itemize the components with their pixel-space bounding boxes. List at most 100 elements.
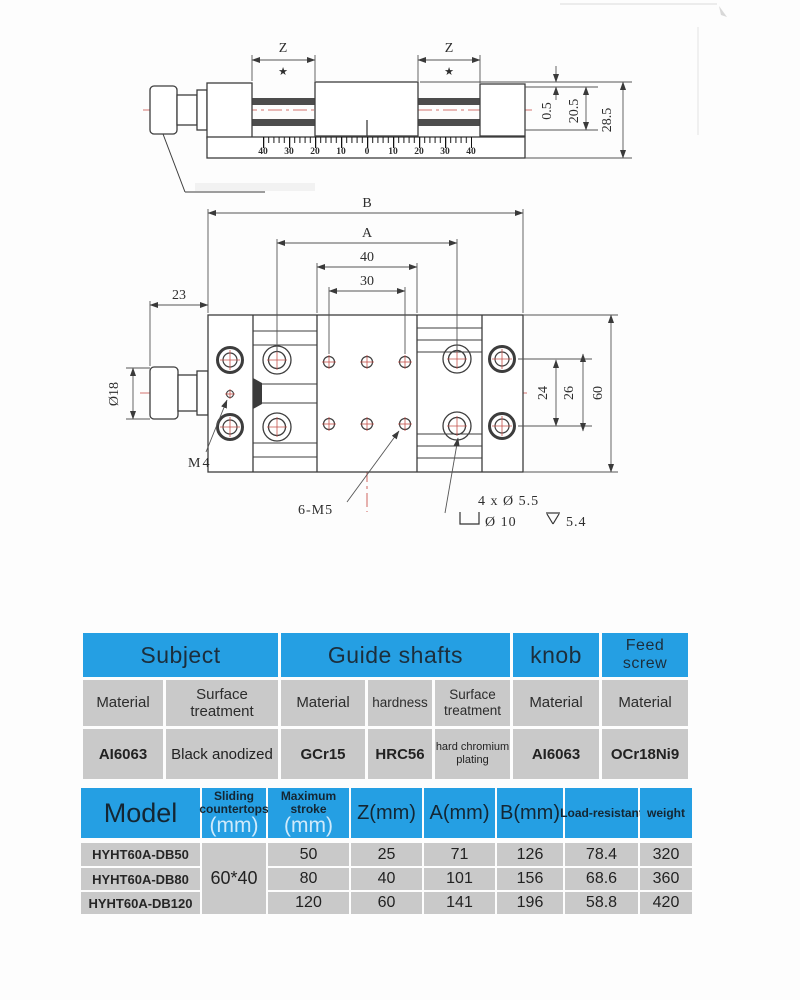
dim-40: 40 [360,250,374,265]
weight-value: 360 [640,868,692,890]
z-value: 40 [351,868,422,890]
header-model: Model [81,788,200,838]
right-block [479,83,526,137]
load-value: 58.8 [565,892,638,914]
side-view-dimensions [251,55,632,159]
model-name: HYHT60A-DB120 [81,892,200,914]
knob-top [149,366,179,420]
load-value: 78.4 [565,843,638,866]
label-counterbore-depth: 5.4 [566,515,587,530]
star-left: ★ [278,66,288,78]
a-value: 101 [424,868,495,890]
svg-text:40: 40 [466,147,476,157]
header-countertop: Sliding countertops (mm) [199,788,269,838]
svg-text:10: 10 [388,147,398,157]
materials-table: Subject Guide shafts knob Feed screw Mat… [83,633,688,779]
svg-text:40: 40 [258,147,268,157]
header-stroke: Maximum stroke (mm) [268,788,349,838]
column-header: Surface treatment [435,680,510,726]
dim-30: 30 [360,274,374,289]
column-header: Material [83,680,163,726]
header-a: A(mm) [424,788,495,838]
dim-23: 23 [172,288,186,303]
svg-text:20: 20 [310,147,320,157]
material-value: HRC56 [368,729,432,779]
dim-b: B [362,196,371,211]
top-view-dim-labels: B A 40 30 23 Ø18 24 26 60 M4 6-M5 4 x Ø … [107,196,606,530]
a-value: 71 [424,843,495,866]
material-value: Black anodized [166,729,278,779]
dim-60: 60 [591,386,606,400]
group-header-knob: knob [513,633,599,677]
header-load: Load-resistant [560,788,643,838]
b-value: 156 [497,868,563,890]
material-value: AI6063 [513,729,599,779]
dim-20-5: 20.5 [567,99,582,124]
weight-value: 420 [640,892,692,914]
header-weight: weight [640,788,692,838]
stroke-value: 50 [268,843,349,866]
countertop-value: 60*40 [202,843,266,914]
b-value: 126 [497,843,563,866]
svg-text:20: 20 [414,147,424,157]
ruler-numbers: 40 30 20 10 0 10 20 30 40 [258,147,476,157]
models-table-body: 60*40 HYHT60A-DB50 50 25 71 126 78.4 320… [81,843,692,914]
svg-text:30: 30 [284,147,294,157]
knob [149,85,178,135]
a-value: 141 [424,892,495,914]
shaft-slot [253,378,262,409]
group-header-guide-shafts: Guide shafts [281,633,510,677]
top-view-dimensions [126,209,618,525]
label-6m5: 6-M5 [298,503,333,518]
depth-symbol [546,512,560,525]
header-b: B(mm) [497,788,563,838]
z-value: 25 [351,843,422,866]
left-block [206,82,253,139]
ruler-major-ticks [263,137,472,148]
model-name: HYHT60A-DB80 [81,868,200,890]
stroke-value: 120 [268,892,349,914]
material-value: OCr18Ni9 [602,729,688,779]
b-value: 196 [497,892,563,914]
column-header: Material [602,680,688,726]
dim-0-5: 0.5 [540,102,555,120]
hole-center-marks [220,349,512,437]
svg-text:0: 0 [365,147,370,157]
load-value: 68.6 [565,868,638,890]
dim-28-5: 28.5 [600,108,615,133]
side-view [143,81,533,193]
group-header-subject: Subject [83,633,278,677]
svg-text:10: 10 [336,147,346,157]
side-view-dim-labels: Z ★ Z ★ 0.5 20.5 28.5 40 30 20 10 0 10 2… [258,41,615,157]
column-header: Material [281,680,365,726]
top-view [140,314,527,512]
technical-drawing: Z ★ Z ★ 0.5 20.5 28.5 40 30 20 10 0 10 2… [107,3,727,530]
cursor-artifact [719,6,727,17]
clamp-lines [253,327,482,459]
star-right: ★ [444,66,454,78]
svg-text:30: 30 [440,147,450,157]
erased-note [195,183,315,191]
material-value: hard chromium plating [435,729,510,779]
dim-z-left: Z [279,41,288,56]
weight-value: 320 [640,843,692,866]
material-value: AI6063 [83,729,163,779]
dim-dia18: Ø18 [107,382,122,406]
label-m4: M4 [188,456,211,471]
group-header-feed-screw: Feed screw [602,633,688,677]
column-header: hardness [368,680,432,726]
column-header: Material [513,680,599,726]
panel-edge-artifact [560,3,727,135]
dim-z-right: Z [445,41,454,56]
counterbore-symbol [459,512,480,525]
header-z: Z(mm) [351,788,422,838]
label-counterbore-count: 4 x Ø 5.5 [478,494,539,509]
guide-rails [252,98,480,126]
model-name: HYHT60A-DB50 [81,843,200,866]
dim-26: 26 [562,386,577,400]
label-counterbore-dia: Ø 10 [485,515,517,530]
dim-24: 24 [536,386,551,400]
z-value: 60 [351,892,422,914]
stroke-value: 80 [268,868,349,890]
